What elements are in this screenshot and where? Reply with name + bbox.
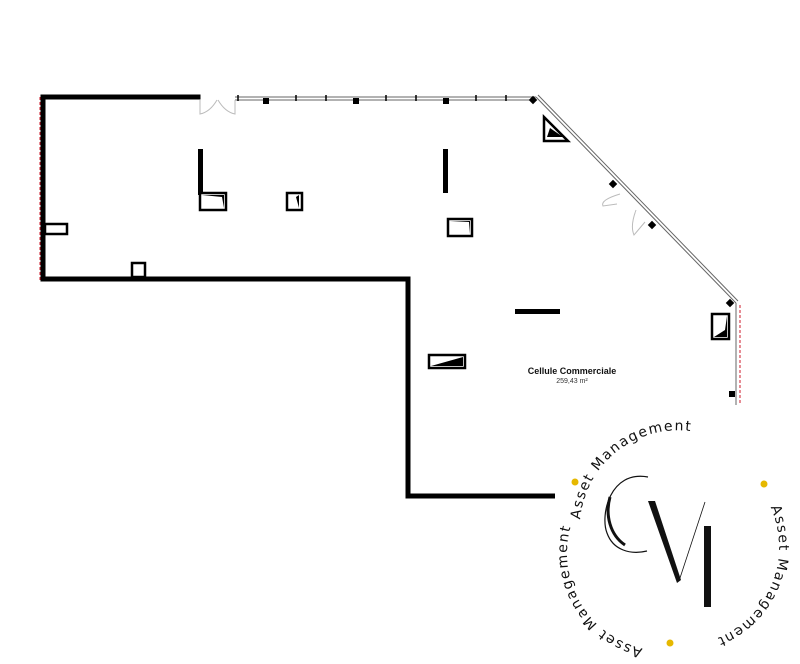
monogram (604, 475, 711, 607)
glazing (235, 94, 739, 420)
room-area: 259,43 m² (556, 378, 588, 385)
accent-dot (760, 480, 768, 488)
mullions (237, 95, 507, 101)
columns (263, 95, 735, 397)
room-name: Cellule Commerciale (527, 366, 617, 376)
room-label: Cellule Commerciale 259,43 m² (512, 366, 632, 386)
door-diagonal (602, 193, 646, 236)
boundary-line (39, 97, 741, 420)
walls (40, 94, 558, 499)
equipment-shading (202, 128, 727, 366)
equipment-boxes (43, 113, 731, 370)
door-top (199, 99, 236, 115)
partitions (198, 149, 560, 314)
accent-dot (666, 639, 674, 647)
accent-dot (571, 478, 579, 486)
cvi-logo: Asset Management Asset Management Asset … (555, 405, 800, 664)
